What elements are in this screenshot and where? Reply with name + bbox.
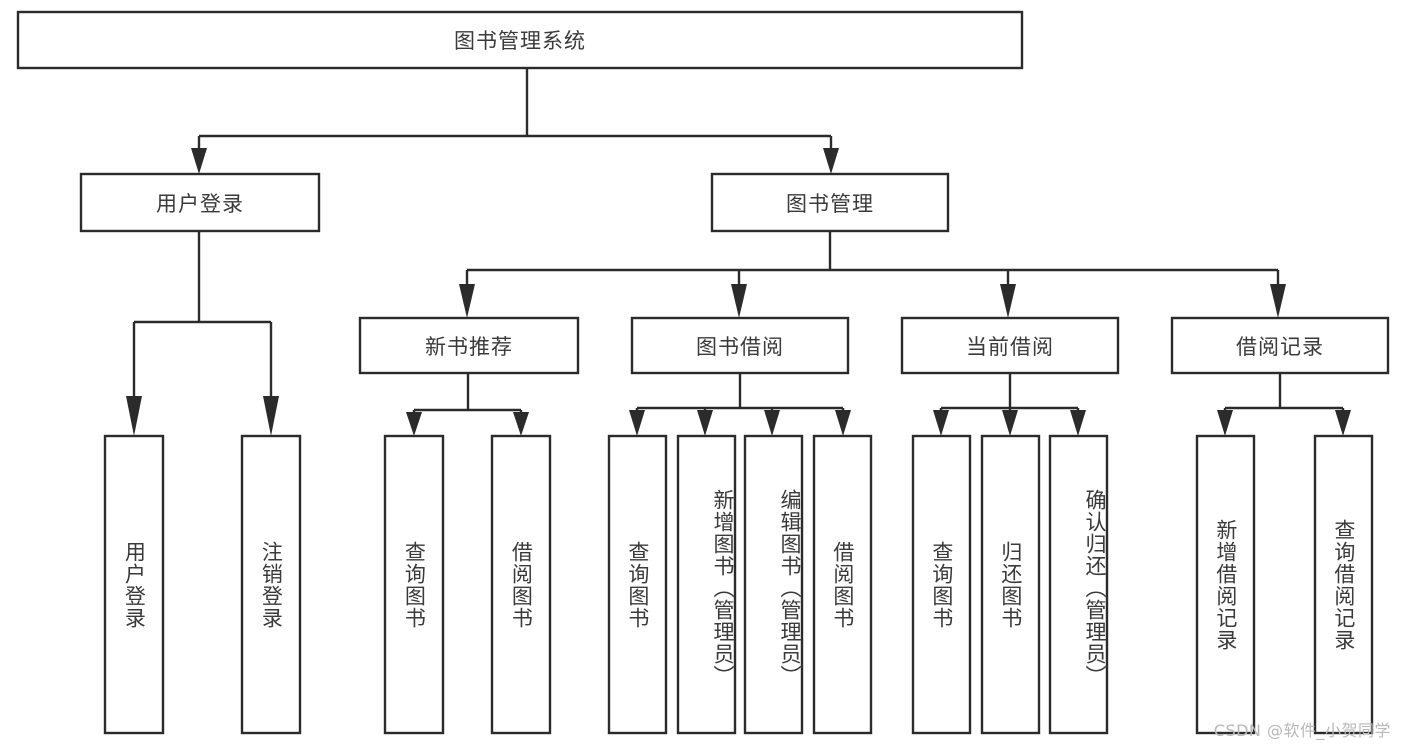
- node-book-borrow-box[interactable]: [630, 316, 850, 375]
- node-current-borrow-box[interactable]: [900, 316, 1120, 375]
- leaf-box-logout[interactable]: [240, 434, 302, 735]
- arrow-head-leaf-add-record: [1217, 410, 1233, 436]
- leaf-box-add-record[interactable]: [1195, 434, 1256, 735]
- arrow-head-book-borrow: [731, 284, 747, 318]
- arrow-head-leaf-borrow-book-1: [513, 412, 529, 436]
- leaf-box-query-book-2[interactable]: [607, 434, 668, 735]
- arrow-head-leaf-add-book: [697, 410, 713, 436]
- leaf-box-query-book-3[interactable]: [911, 434, 972, 735]
- arrow-head-leaf-return-book: [1002, 410, 1018, 436]
- arrow-head-leaf-edit-book: [764, 410, 780, 436]
- arrow-head-leaf-user-login: [126, 396, 142, 436]
- leaf-box-borrow-book-2[interactable]: [812, 434, 873, 735]
- node-new-book-rec-box[interactable]: [358, 316, 580, 375]
- leaf-box-user-login[interactable]: [103, 434, 165, 735]
- leaf-box-return-book[interactable]: [980, 434, 1041, 735]
- arrow-head-leaf-query-book-3: [933, 410, 949, 436]
- arrow-head-leaf-query-book-2: [629, 410, 645, 436]
- arrow-head-leaf-borrow-book-2: [835, 410, 851, 436]
- leaf-box-borrow-book-1[interactable]: [490, 434, 552, 735]
- leaf-box-edit-book[interactable]: [743, 434, 804, 735]
- arrow-head-book-manage: [823, 148, 839, 174]
- node-borrow-record-box[interactable]: [1170, 316, 1390, 375]
- leaf-box-query-book-1[interactable]: [383, 434, 445, 735]
- arrow-head-new-book-rec: [459, 284, 475, 318]
- leaf-box-confirm-return[interactable]: [1048, 434, 1109, 735]
- leaf-box-query-record[interactable]: [1313, 434, 1374, 735]
- arrow-head-leaf-confirm-return: [1070, 410, 1086, 436]
- arrow-head-leaf-query-book-1: [406, 412, 422, 436]
- arrow-head-leaf-logout: [263, 396, 279, 436]
- leaf-box-add-book[interactable]: [676, 434, 737, 735]
- node-book-manage-box[interactable]: [710, 172, 950, 233]
- node-user-login-box[interactable]: [79, 172, 321, 233]
- arrow-head-borrow-record: [1270, 284, 1286, 318]
- arrow-head-user-login: [191, 148, 207, 174]
- node-root-box[interactable]: [16, 10, 1024, 70]
- arrow-head-current-borrow: [1000, 284, 1016, 318]
- arrow-head-leaf-query-record: [1335, 410, 1351, 436]
